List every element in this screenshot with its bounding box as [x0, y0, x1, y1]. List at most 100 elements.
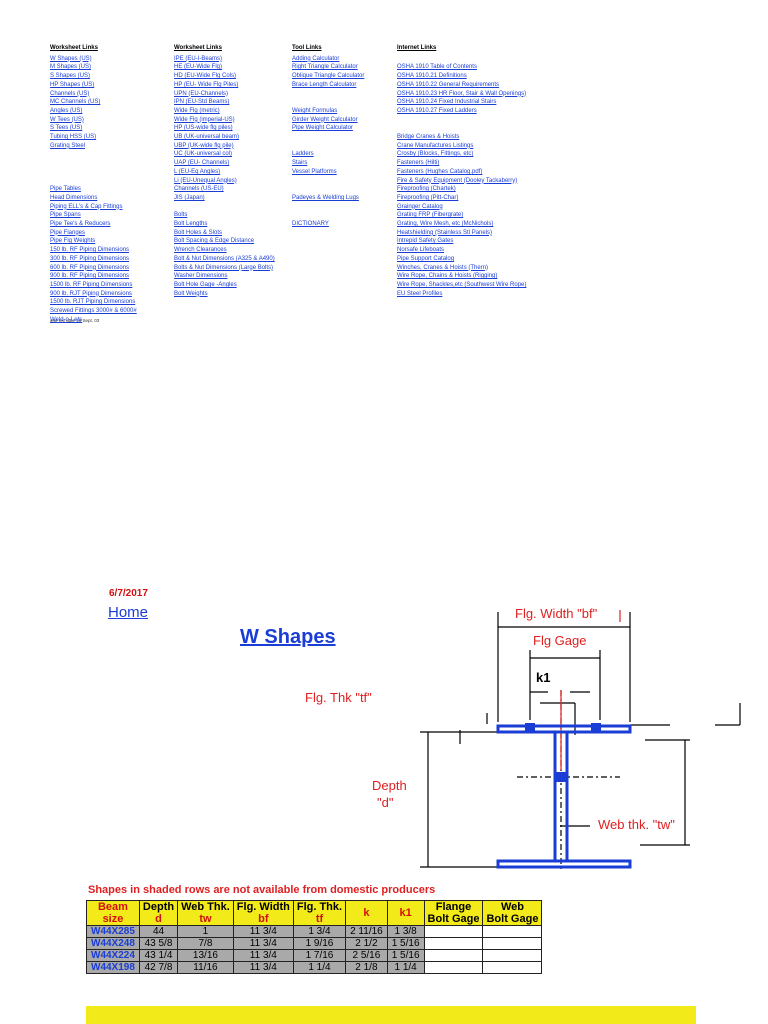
link-item[interactable]: Weld-o-Lets: [50, 316, 83, 323]
link-item[interactable]: Girder Weight Calculator: [292, 116, 358, 123]
home-link[interactable]: Home: [108, 604, 149, 621]
table-cell: 1 7/16: [292, 949, 347, 962]
link-item[interactable]: Fasteners (Hughes Catalog.pdf): [397, 168, 483, 175]
link-item[interactable]: S Shapes (US): [50, 73, 91, 80]
link-item[interactable]: Pipe Tee's & Reducers: [50, 221, 111, 227]
link-item[interactable]: Right Triangle Calculator: [292, 64, 358, 71]
link-item[interactable]: Wire Rope, Shackles,etc (Southwest Wire …: [397, 281, 527, 288]
link-item[interactable]: Ladders: [292, 151, 314, 158]
link-item[interactable]: HP (EU- Wide Flg Piles): [174, 81, 239, 88]
link-item[interactable]: OSHA 1910.21 Definitions: [397, 73, 467, 80]
link-item[interactable]: Pipe Spans: [50, 212, 81, 219]
link-item[interactable]: 150 lb. RF Piping Dimensions: [50, 247, 130, 254]
header-label: Flg. Thk.: [296, 901, 343, 913]
link-item[interactable]: Fire & Safety Equipment (Dooley Tackaber…: [397, 177, 518, 184]
link-item[interactable]: Pipe Support Catalog: [397, 255, 455, 262]
link-item[interactable]: Padeyes & Welding Lugs: [292, 194, 359, 201]
spacer: [50, 177, 137, 186]
link-item[interactable]: M Shapes (US): [50, 64, 92, 71]
link-item[interactable]: 1500 lb. RJT Piping Dimensions: [50, 299, 136, 306]
link-item[interactable]: Bolt Hole Gage -Angles: [174, 281, 237, 288]
link-item[interactable]: HE (EU-Wide Flg): [174, 64, 223, 71]
link-item[interactable]: 600 lb. RF Piping Dimensions: [50, 264, 130, 271]
link-item[interactable]: Bolts & Nut Dimensions (Large Bolts): [174, 264, 274, 271]
link-item[interactable]: Vessel Platforms: [292, 168, 337, 175]
table-cell: 7/8: [177, 937, 234, 950]
link-item[interactable]: OSHA 1910.23 HR Floor, Stair & Wall Open…: [397, 90, 527, 97]
link-item[interactable]: Oblique Triangle Calculator: [292, 73, 365, 80]
table-cell: 1: [177, 925, 234, 938]
link-item[interactable]: Fireproofing (Chartek): [397, 186, 456, 193]
link-item[interactable]: Bridge Cranes & Hoists: [397, 133, 460, 140]
link-item[interactable]: Bolt Weights: [174, 290, 208, 297]
link-item[interactable]: 900 lb. RJT Piping Dimensions: [50, 290, 132, 297]
link-item[interactable]: 900 lb. RF Piping Dimensions: [50, 273, 130, 280]
link-item[interactable]: Stairs: [292, 160, 308, 167]
link-item[interactable]: 1500 lb. RF Piping Dimensions: [50, 281, 133, 288]
link-item[interactable]: IPN (EU-Std Beams): [174, 99, 230, 106]
link-item[interactable]: OSHA 1910.24 Fixed Industrial Stairs: [397, 99, 497, 106]
link-item[interactable]: Fasteners (Hilti): [397, 160, 440, 167]
link-item[interactable]: OSHA 1910.22 General Requirements: [397, 81, 500, 88]
link-item[interactable]: UB (UK-universal beam): [174, 134, 240, 141]
link-item[interactable]: Head Dimensions: [50, 194, 98, 201]
link-item[interactable]: Intrepid Safety Gates: [397, 238, 454, 245]
link-item[interactable]: Grating Steel: [50, 142, 86, 149]
link-item[interactable]: Wrench Clearances: [174, 247, 227, 254]
link-item[interactable]: Crane Manufactures Listings: [397, 142, 474, 149]
link-item[interactable]: Grating FRP (Fibergrate): [397, 212, 464, 219]
link-item[interactable]: UC (UK-universal col): [174, 151, 233, 158]
link-item[interactable]: Fireproofing (Pitt-Char): [397, 194, 459, 201]
link-item[interactable]: Bolt & Nut Dimensions (A325 & A490): [174, 255, 275, 262]
link-item[interactable]: Brace Length Calculator: [292, 81, 357, 88]
link-item[interactable]: Norsafe Lifeboats: [397, 247, 445, 254]
link-item[interactable]: L (EU-Eq Angles): [174, 168, 221, 175]
link-item[interactable]: W Tees (US): [50, 116, 84, 123]
link-item[interactable]: HP Shapes (US): [50, 81, 95, 88]
link-item[interactable]: Heatshielding (Stainless Stl Panels): [397, 229, 493, 236]
link-item[interactable]: MC Channels (US): [50, 99, 101, 106]
link-item[interactable]: OSHA 1910.27 Fixed Ladders: [397, 107, 477, 114]
link-item[interactable]: Pipe Flanges: [50, 229, 86, 236]
link-item[interactable]: Channels (US-EU): [174, 186, 224, 193]
link-item[interactable]: Grating, Wire Mesh, etc (McNichols): [397, 221, 494, 228]
link-item[interactable]: Screwed Fittings 3000# & 6000#: [50, 308, 137, 315]
link-item[interactable]: Washer Dimensions: [174, 273, 228, 280]
link-item[interactable]: Piping ELL's & Cap Fittings: [50, 203, 123, 210]
link-item[interactable]: HD (EU-Wide Flg Cols): [174, 73, 237, 80]
link-item[interactable]: Pipe Weight Calculator: [292, 125, 353, 132]
link-item[interactable]: DICTIONARY: [292, 220, 329, 227]
link-item[interactable]: IPE (EU-I-Beams): [174, 55, 223, 62]
link-item[interactable]: Bolts: [174, 212, 188, 219]
link-item[interactable]: OSHA 1910 Table of Contents: [397, 64, 477, 71]
spacer: [174, 203, 275, 212]
link-item[interactable]: S Tees (US): [50, 125, 83, 132]
link-item[interactable]: Li (EU-Unequal Angles): [174, 177, 237, 184]
link-item[interactable]: EU Steel Profiles: [397, 290, 443, 297]
link-item[interactable]: Grainger Catalog: [397, 203, 443, 210]
link-item[interactable]: Bolt Spacing & Edge Distance: [174, 238, 255, 245]
link-item[interactable]: Wide Flg (imperial-US): [174, 116, 235, 123]
link-item[interactable]: UAP (EU- Channels): [174, 160, 230, 167]
link-item[interactable]: HP (US-wide flg piles): [174, 125, 233, 132]
link-item[interactable]: Winches, Cranes & Hoists (Thern): [397, 264, 489, 271]
link-item[interactable]: W Shapes (US): [50, 55, 92, 62]
link-item[interactable]: JIS (Japan): [174, 194, 205, 201]
link-item[interactable]: Bolt Lengths: [174, 221, 208, 228]
link-item[interactable]: Bolt Holes & Slots: [174, 229, 223, 236]
link-item[interactable]: Weight Formulas: [292, 107, 338, 114]
link-item[interactable]: UBP (UK-wide flg pile): [174, 142, 234, 149]
link-item[interactable]: Crosby (Blocks, Fittings, etc): [397, 151, 474, 158]
link-item[interactable]: Tubing HSS (US): [50, 134, 97, 141]
link-item[interactable]: Adding Calculator: [292, 55, 340, 62]
link-item[interactable]: Angles (US): [50, 107, 83, 114]
link-item[interactable]: 300 lb. RF Piping Dimensions: [50, 255, 130, 262]
link-item[interactable]: Wide Flg (metric): [174, 107, 220, 114]
link-item[interactable]: Pipe Flg Weights: [50, 238, 96, 245]
link-item[interactable]: Wire Rope, Chains & Hoists (Rigging): [397, 273, 498, 280]
link-item[interactable]: Pipe Tables: [50, 186, 81, 193]
link-item[interactable]: Channels (US): [50, 90, 90, 97]
link-item[interactable]: UPN (EU-Channels): [174, 90, 229, 97]
